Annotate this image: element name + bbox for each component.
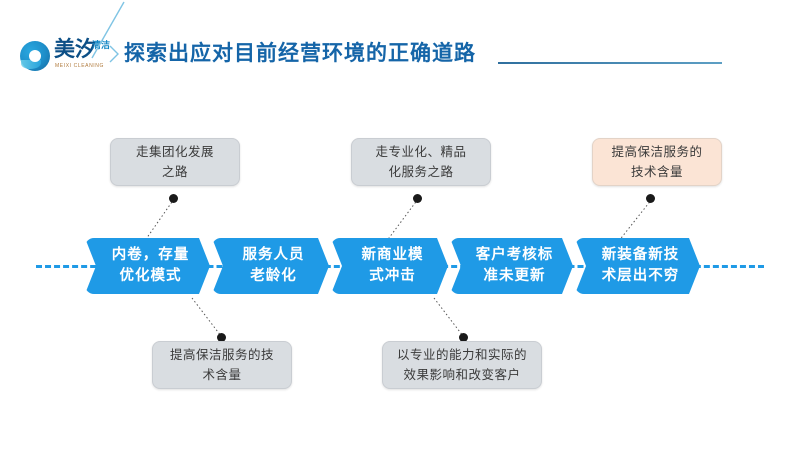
brand-name-cn-sub: 清洁 (92, 40, 111, 50)
page-title: 探索出应对目前经营环境的正确道路 (124, 42, 476, 65)
connector-line-top-2 (385, 198, 419, 243)
brand-name-en: MEIXI CLEANING (55, 63, 104, 69)
step-2-line1: 服务人员 (242, 247, 305, 263)
top-callout-1-line1: 走集团化发展 (135, 145, 214, 159)
step-5[interactable]: 新装备新技 术层出不穷 (575, 238, 700, 294)
bottom-callout-2-line1: 以专业的能力和实际的 (396, 348, 527, 362)
top-callout-1-line2: 之路 (161, 165, 188, 179)
step-3[interactable]: 新商业模 式冲击 (331, 238, 448, 294)
step-3-line2: 式冲击 (369, 268, 416, 284)
connector-dot-bottom-2 (459, 333, 468, 342)
top-callout-2-line1: 走专业化、精品 (375, 145, 467, 159)
step-4-line2: 准未更新 (483, 268, 546, 284)
top-callout-3-line1: 提高保洁服务的 (611, 145, 703, 159)
brand-name-cn: 美汐 (54, 38, 96, 61)
step-2[interactable]: 服务人员 老龄化 (212, 238, 329, 294)
bottom-callout-1-line1: 提高保洁服务的技 (169, 348, 274, 362)
brand-logo: 美汐 清洁 MEIXI CLEANING (20, 38, 120, 74)
bottom-callout-2-line2: 效果影响和改变客户 (403, 368, 521, 382)
step-5-line2: 术层出不穷 (601, 268, 680, 284)
top-callout-3-line2: 技术含量 (630, 165, 683, 179)
bottom-callout-1-line2: 术含量 (202, 368, 242, 382)
connector-dot-top-2 (413, 194, 422, 203)
connector-dot-bottom-1 (217, 333, 226, 342)
step-4[interactable]: 客户考核标 准未更新 (450, 238, 573, 294)
step-5-line1: 新装备新技 (601, 247, 680, 263)
connector-dot-top-1 (169, 194, 178, 203)
header-divider (498, 62, 722, 64)
connector-line-top-1 (143, 198, 175, 243)
connector-dot-top-3 (646, 194, 655, 203)
step-4-line1: 客户考核标 (475, 247, 554, 263)
top-callout-2[interactable]: 走专业化、精品 化服务之路 (351, 138, 491, 186)
top-callout-3[interactable]: 提高保洁服务的 技术含量 (592, 138, 722, 186)
top-callout-1[interactable]: 走集团化发展 之路 (110, 138, 240, 186)
diagonal-slash-icon (91, 1, 125, 59)
step-1-line2: 优化模式 (119, 268, 182, 284)
step-1-line1: 内卷，存量 (111, 247, 190, 263)
step-2-line2: 老龄化 (250, 268, 297, 284)
step-1[interactable]: 内卷，存量 优化模式 (85, 238, 210, 294)
top-callout-2-line2: 化服务之路 (388, 165, 454, 179)
chevron-right-icon (109, 45, 119, 63)
meixi-circle-logo-icon (20, 41, 50, 71)
step-3-line1: 新商业模 (361, 247, 424, 263)
bottom-callout-2[interactable]: 以专业的能力和实际的 效果影响和改变客户 (382, 341, 542, 389)
bottom-callout-1[interactable]: 提高保洁服务的技 术含量 (152, 341, 292, 389)
connector-line-top-3 (617, 198, 653, 243)
